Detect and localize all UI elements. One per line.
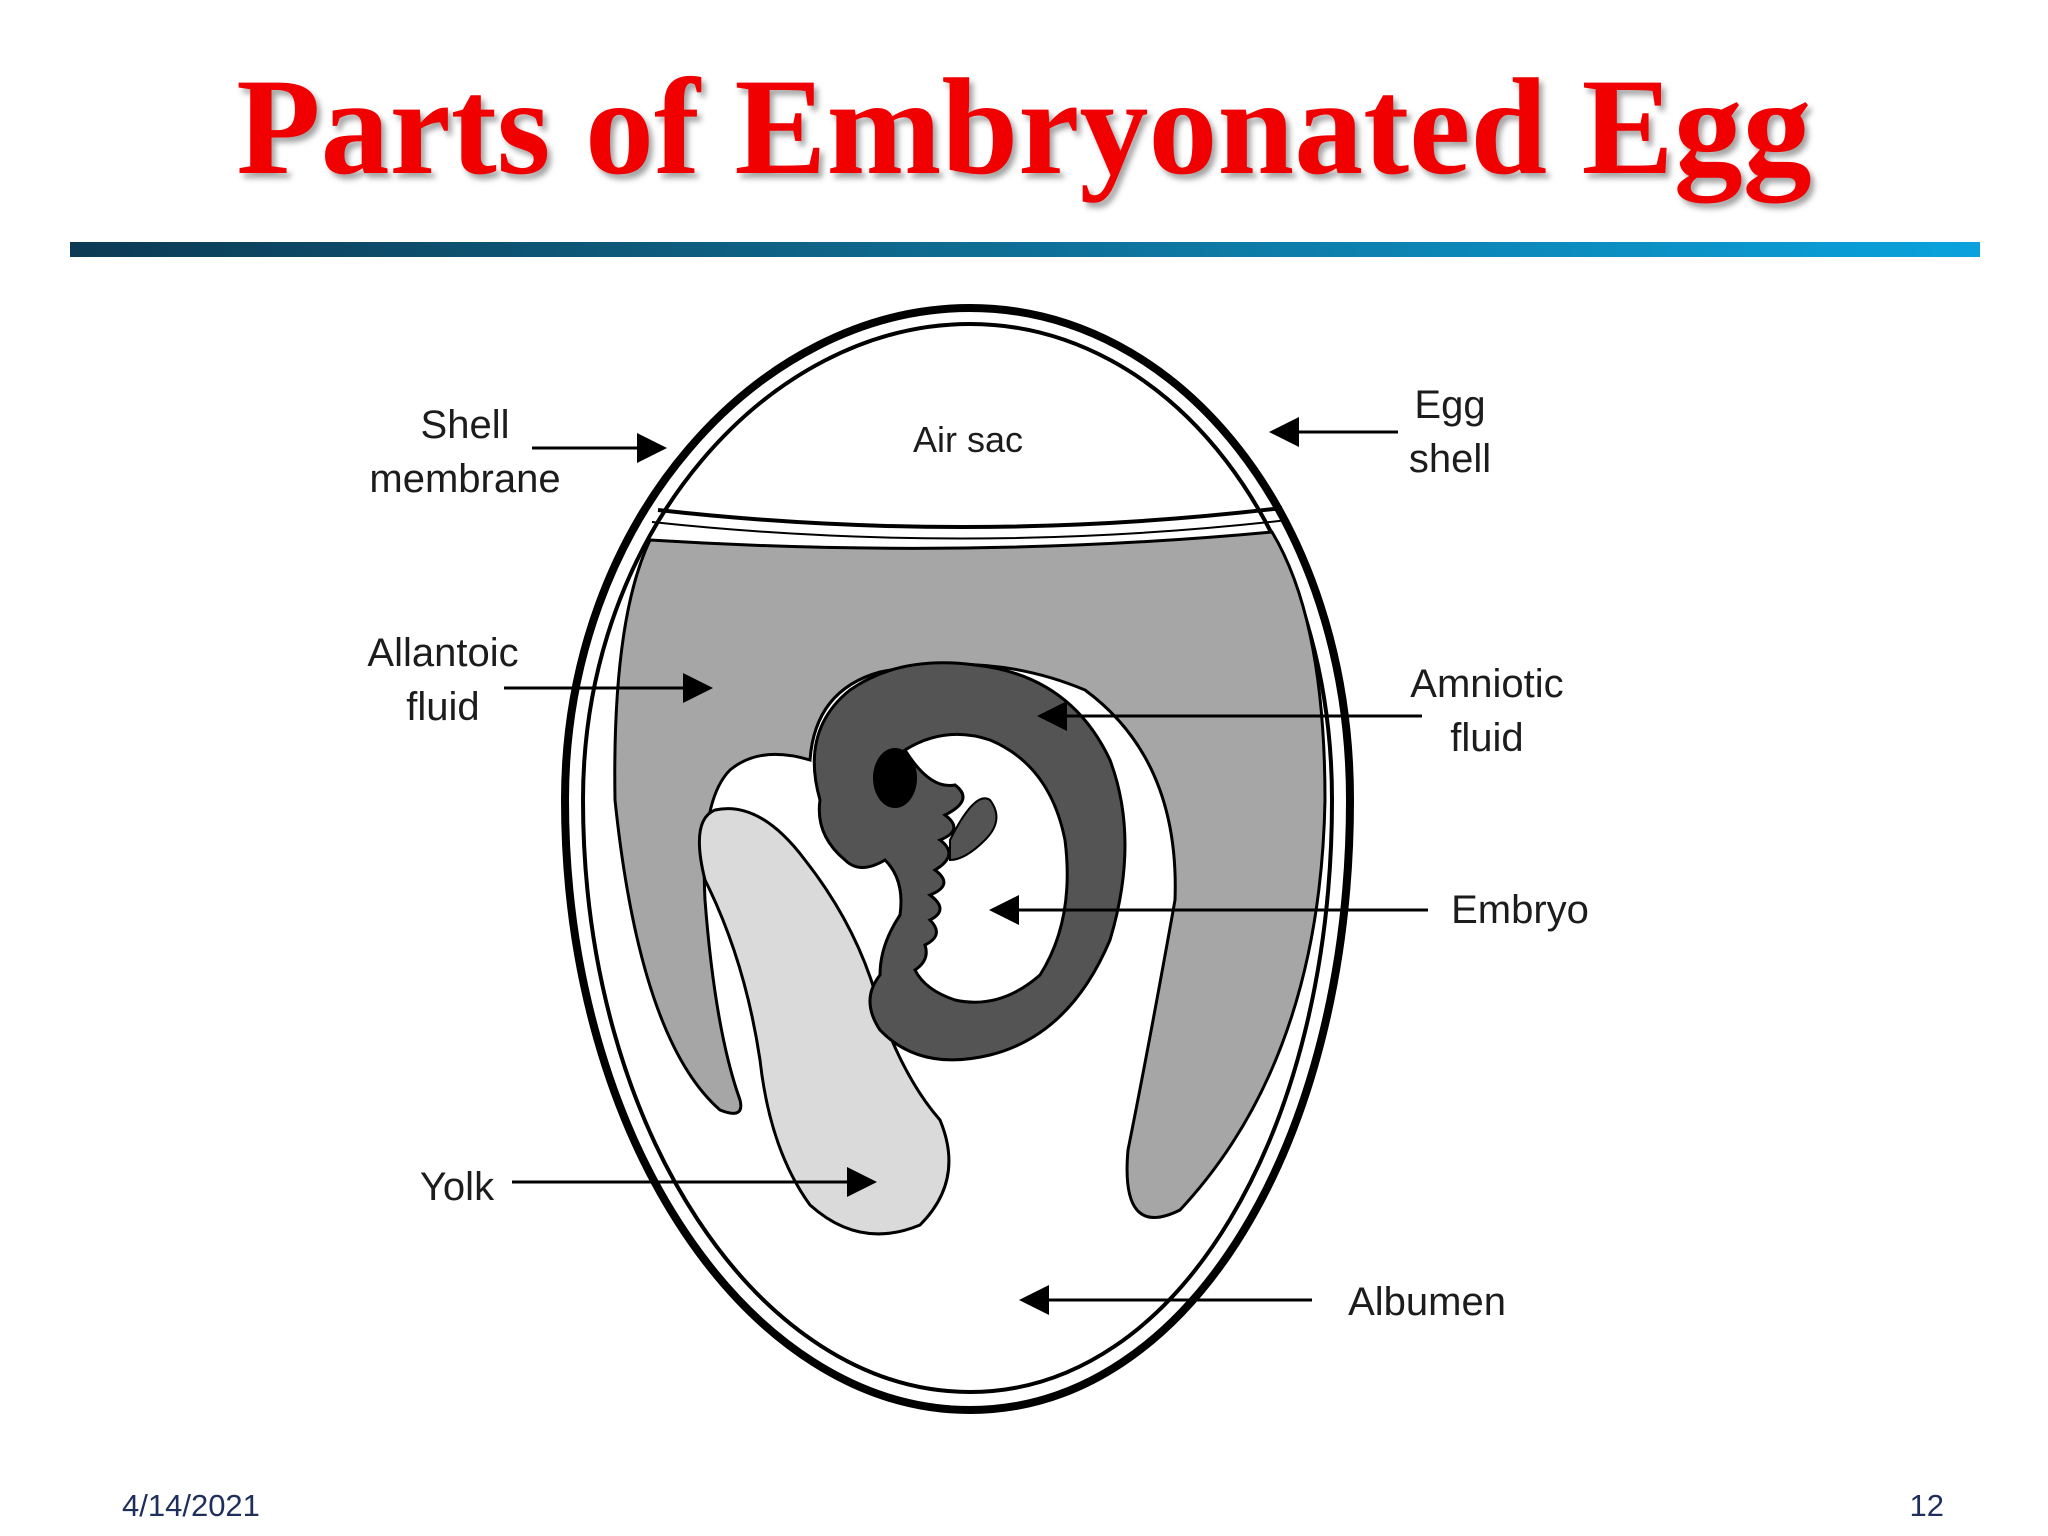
svg-text:Egg: Egg	[1414, 383, 1485, 427]
svg-text:shell: shell	[1409, 437, 1491, 481]
svg-text:Amniotic: Amniotic	[1410, 662, 1563, 706]
title-divider	[70, 242, 1980, 257]
label-egg-shell: Egg shell	[1409, 383, 1491, 481]
air-sac-boundary	[657, 506, 1283, 529]
svg-text:fluid: fluid	[1450, 716, 1523, 760]
slide-title: Parts of Embryonated Egg	[236, 50, 1812, 203]
air-sac-boundary-inner	[651, 519, 1289, 540]
allantoic-fluid-region	[613, 530, 1327, 1219]
label-embryo: Embryo	[1451, 888, 1589, 932]
footer-date: 4/14/2021	[122, 1488, 260, 1523]
embryo-eye	[873, 748, 917, 808]
svg-text:Allantoic: Allantoic	[367, 631, 518, 675]
label-shell-membrane: Shell membrane	[369, 403, 560, 501]
label-albumen: Albumen	[1348, 1280, 1506, 1324]
label-air-sac: Air sac	[913, 419, 1023, 460]
embryo-limb	[949, 797, 998, 862]
yolk-region	[697, 807, 951, 1236]
svg-text:Shell: Shell	[421, 403, 510, 447]
footer-page-number: 12	[1909, 1488, 1944, 1523]
svg-text:fluid: fluid	[406, 685, 479, 729]
label-allantoic-fluid: Allantoic fluid	[367, 631, 518, 729]
svg-text:membrane: membrane	[369, 457, 560, 501]
label-amniotic-fluid: Amniotic fluid	[1410, 662, 1563, 760]
embryo-shape	[902, 732, 1069, 1004]
label-yolk: Yolk	[420, 1165, 495, 1209]
